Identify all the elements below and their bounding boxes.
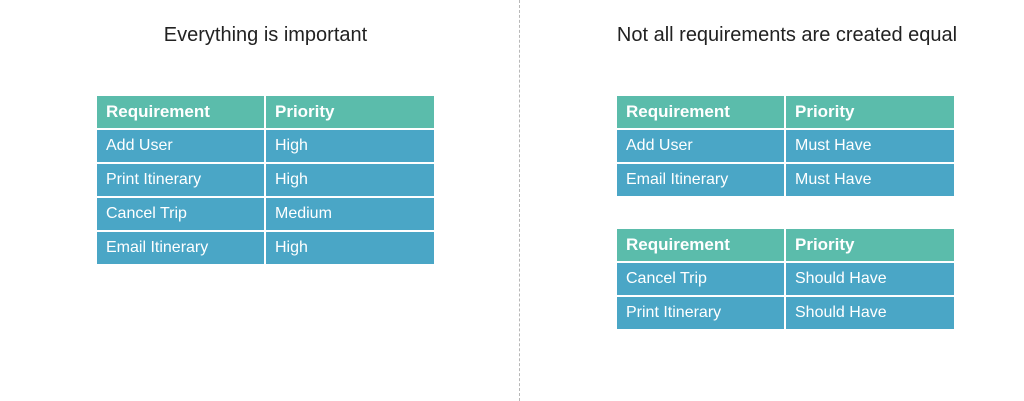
header-requirement: Requirement [617,229,786,263]
priority-cell: High [264,162,434,198]
table-row: Cancel Trip Should Have [617,261,954,297]
table-header-row: Requirement Priority [617,96,954,130]
header-priority: Priority [264,96,434,130]
table-row: Add User Must Have [617,128,954,164]
table-row: Add User High [97,128,434,164]
header-requirement: Requirement [617,96,786,130]
header-priority: Priority [784,229,954,263]
requirement-cell: Email Itinerary [617,162,786,196]
requirement-cell: Cancel Trip [97,196,266,232]
priority-cell: Must Have [784,162,954,196]
requirement-cell: Add User [97,128,266,164]
priority-cell: Should Have [784,261,954,297]
left-heading: Everything is important [163,24,368,46]
right-heading: Not all requirements are created equal [616,24,958,46]
table-row: Print Itinerary Should Have [617,295,954,329]
header-priority: Priority [784,96,954,130]
priority-cell: Should Have [784,295,954,329]
requirement-cell: Email Itinerary [97,230,266,264]
table-row: Cancel Trip Medium [97,196,434,232]
priority-table-must-have: Requirement Priority Add User Must Have … [617,96,954,196]
priority-cell: High [264,128,434,164]
priority-cell: High [264,230,434,264]
requirement-cell: Cancel Trip [617,261,786,297]
center-divider [519,0,520,401]
priority-cell: Must Have [784,128,954,164]
requirement-cell: Add User [617,128,786,164]
table-row: Email Itinerary Must Have [617,162,954,196]
priority-cell: Medium [264,196,434,232]
table-row: Print Itinerary High [97,162,434,198]
requirement-cell: Print Itinerary [617,295,786,329]
table-row: Email Itinerary High [97,230,434,264]
requirement-cell: Print Itinerary [97,162,266,198]
table-header-row: Requirement Priority [97,96,434,130]
header-requirement: Requirement [97,96,266,130]
table-header-row: Requirement Priority [617,229,954,263]
priority-table-should-have: Requirement Priority Cancel Trip Should … [617,229,954,329]
priority-table-flat: Requirement Priority Add User High Print… [97,96,434,264]
